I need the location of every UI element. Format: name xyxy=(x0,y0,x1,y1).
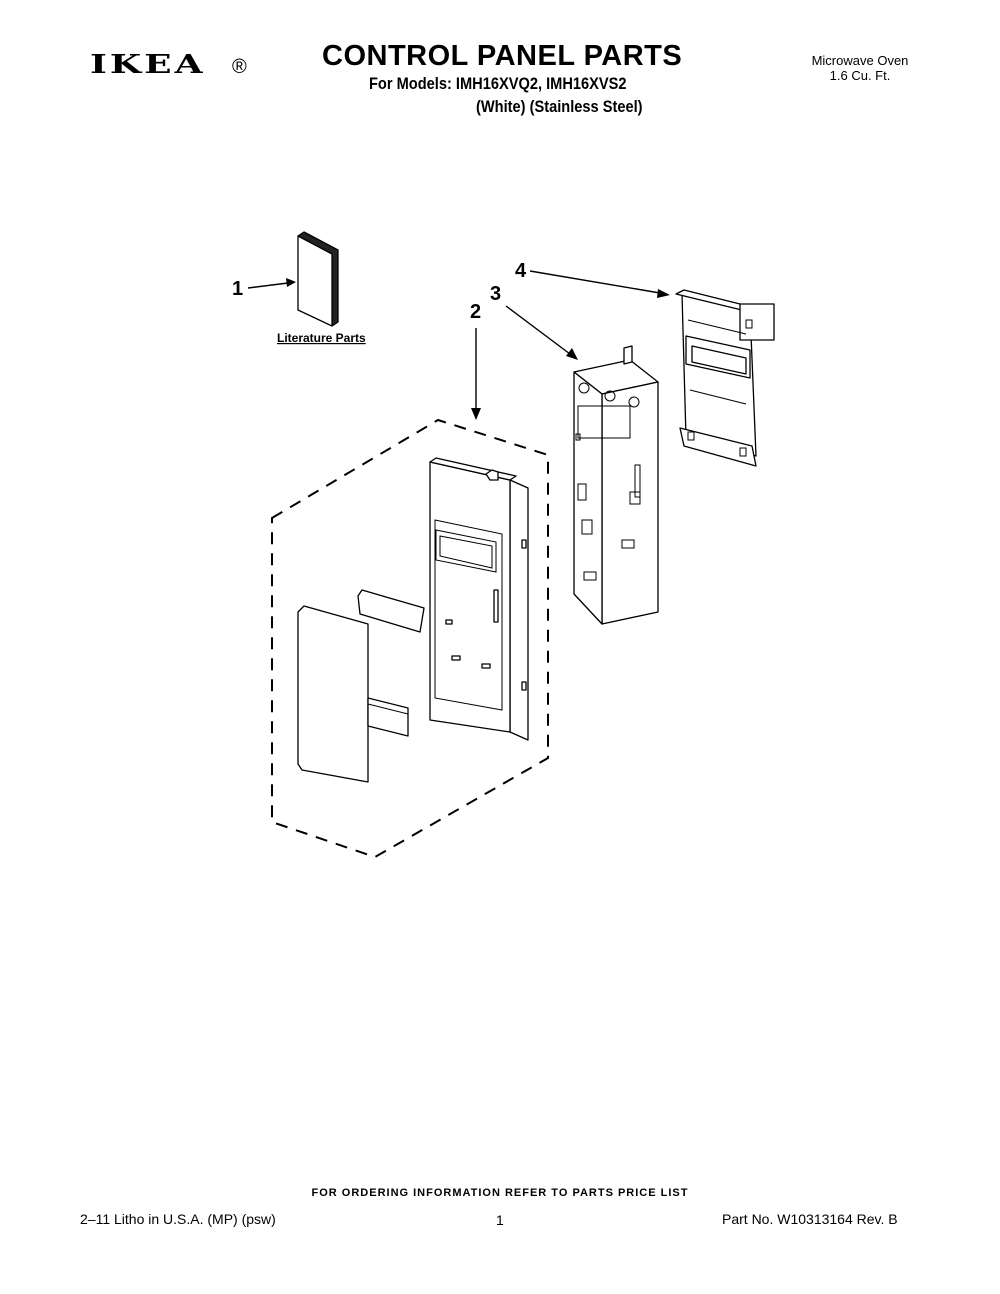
callout-4: 4 xyxy=(515,260,527,282)
callout-leaders xyxy=(247,270,670,420)
literature-booklet xyxy=(297,231,339,327)
part-2-group-outline xyxy=(271,418,549,859)
part-number: Part No. W10313164 Rev. B xyxy=(722,1211,898,1227)
control-panel-back-frame xyxy=(573,345,659,625)
variants-line: (White) (Stainless Steel) xyxy=(476,97,643,116)
callout-3: 3 xyxy=(490,283,501,305)
ordering-note: FOR ORDERING INFORMATION REFER TO PARTS … xyxy=(311,1187,689,1199)
callout-2: 2 xyxy=(470,301,481,323)
litho-info: 2–11 Litho in U.S.A. (MP) (psw) xyxy=(80,1211,276,1227)
product-capacity: 1.6 Cu. Ft. xyxy=(829,68,891,83)
callout-1: 1 xyxy=(232,278,243,300)
electronic-control-board xyxy=(675,289,775,467)
ikea-logo: IKEA xyxy=(90,49,206,80)
registered-mark: ® xyxy=(232,56,247,78)
models-line: For Models: IMH16XVQ2, IMH16XVS2 xyxy=(369,74,627,93)
product-name: Microwave Oven xyxy=(811,53,909,68)
literature-parts-label: Literature Parts xyxy=(277,331,366,345)
page-title: CONTROL PANEL PARTS xyxy=(322,40,683,72)
control-panel-assembly xyxy=(297,457,529,783)
page-number: 1 xyxy=(496,1212,504,1228)
